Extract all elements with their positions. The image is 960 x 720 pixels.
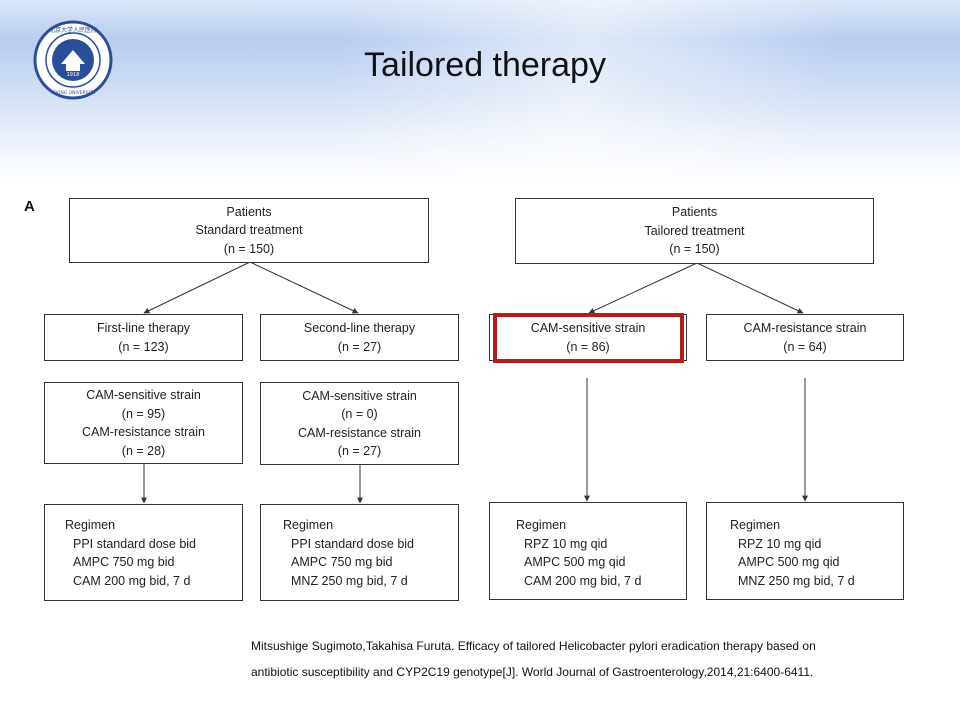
box-line: (n = 95) <box>121 406 166 421</box>
box-line: (n = 27) <box>337 339 382 354</box>
regimen-heading: Regimen <box>516 518 567 532</box>
sensitive-strain-box: CAM-sensitive strain (n = 86) <box>489 314 687 361</box>
arrow-tailored-to-sensitive <box>588 262 698 314</box>
arrow-root-to-first <box>143 261 251 314</box>
regimen-line: RPZ 10 mg qid <box>738 536 822 551</box>
box-line: (n = 0) <box>341 407 378 421</box>
box-line: CAM-sensitive strain <box>302 388 417 403</box>
regimen-line: CAM 200 mg bid, 7 d <box>524 573 642 588</box>
regimen-line: CAM 200 mg bid, 7 d <box>73 573 191 588</box>
box-line: (n = 86) <box>566 339 610 354</box>
regimen-line: AMPC 500 mg qid <box>738 555 840 569</box>
citation-line-2: antibiotic susceptibility and CYP2C19 ge… <box>251 665 814 679</box>
box-line: CAM-sensitive strain <box>86 388 201 402</box>
hospital-logo: 北京大学人民医院 PEKING UNIVERSITY 1918 <box>33 20 113 100</box>
regimen-line: PPI standard dose bid <box>73 536 196 551</box>
svg-text:1918: 1918 <box>67 72 80 78</box>
box-line: First-line therapy <box>96 321 191 335</box>
first-line-box: First-line therapy (n = 123) <box>44 314 243 361</box>
box-line: CAM-resistance strain <box>82 425 205 439</box>
first-strains-box: CAM-sensitive strain (n = 95) CAM-resist… <box>44 382 243 464</box>
arrow-root-to-second <box>249 261 359 314</box>
box-line: CAM-sensitive strain <box>530 321 646 335</box>
regimen-sensitive-box: Regimen RPZ 10 mg qid AMPC 500 mg qid CA… <box>489 502 687 600</box>
panel-label: A <box>24 198 35 215</box>
regimen-line: AMPC 750 mg bid <box>291 555 393 569</box>
box-line: (n = 27) <box>337 444 382 458</box>
regimen-heading: Regimen <box>65 518 116 532</box>
box-line: Tailored treatment <box>644 223 745 238</box>
regimen-second-box: Regimen PPI standard dose bid AMPC 750 m… <box>260 504 459 601</box>
root-standard-box: Patients Standard treatment (n = 150) <box>69 198 429 263</box>
header-shine <box>0 0 960 185</box>
box-line: (n = 28) <box>121 443 166 458</box>
regimen-resistant-box: Regimen RPZ 10 mg qid AMPC 500 mg qid MN… <box>706 502 904 600</box>
second-line-box: Second-line therapy (n = 27) <box>260 314 459 361</box>
arrow-tailored-to-resistant <box>696 262 804 314</box>
regimen-line: RPZ 10 mg qid <box>524 536 608 551</box>
second-strains-box: CAM-sensitive strain (n = 0) CAM-resista… <box>260 382 459 465</box>
citation-line-1: Mitsushige Sugimoto,Takahisa Furuta. Eff… <box>251 639 816 653</box>
highlight-frame <box>493 313 684 363</box>
box-line: Second-line therapy <box>303 321 416 335</box>
svg-text:PEKING UNIVERSITY: PEKING UNIVERSITY <box>51 90 96 96</box>
svg-text:北京大学人民医院: 北京大学人民医院 <box>49 26 97 34</box>
box-line: (n = 150) <box>223 241 275 256</box>
box-line: (n = 123) <box>118 339 169 354</box>
regimen-line: MNZ 250 mg bid, 7 d <box>738 573 855 588</box>
box-line: CAM-resistance strain <box>298 425 421 440</box>
box-line: Standard treatment <box>195 223 303 238</box>
regimen-line: AMPC 500 mg qid <box>524 555 626 569</box>
regimen-heading: Regimen <box>283 518 334 532</box>
regimen-first-box: Regimen PPI standard dose bid AMPC 750 m… <box>44 504 243 601</box>
box-line: CAM-resistance strain <box>743 321 867 335</box>
box-line: (n = 150) <box>669 242 720 257</box>
regimen-line: MNZ 250 mg bid, 7 d <box>291 573 408 588</box>
box-line: Patients <box>671 205 718 220</box>
box-line: (n = 64) <box>783 339 827 354</box>
root-tailored-box: Patients Tailored treatment (n = 150) <box>515 198 874 264</box>
resistant-strain-box: CAM-resistance strain (n = 64) <box>706 314 904 361</box>
regimen-line: PPI standard dose bid <box>291 536 414 551</box>
page-title: Tailored therapy <box>364 46 606 84</box>
regimen-line: AMPC 750 mg bid <box>73 555 175 569</box>
box-line: Patients <box>226 204 272 219</box>
regimen-heading: Regimen <box>730 518 781 532</box>
